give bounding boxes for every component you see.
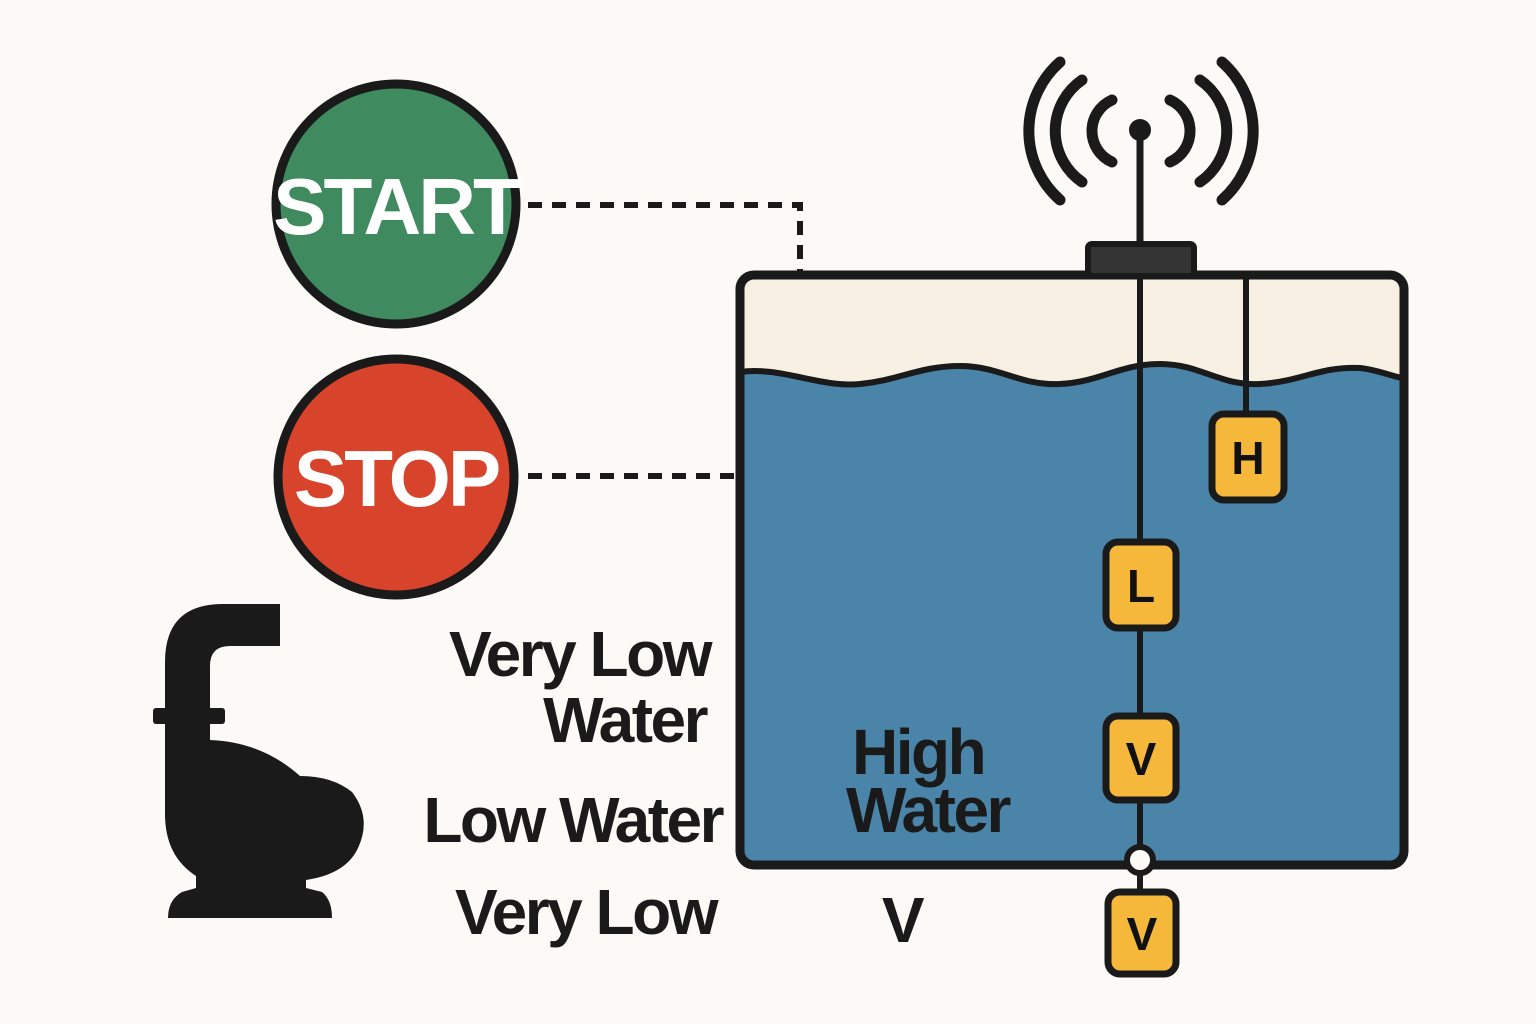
sensor-cap xyxy=(1085,241,1197,279)
very-low-label: Very Low xyxy=(455,876,719,948)
rod-pivot xyxy=(1124,844,1156,876)
float-very-low-inside-label: V xyxy=(1126,733,1157,785)
float-high-label: H xyxy=(1231,432,1264,484)
float-very-low-below: V xyxy=(1104,888,1180,978)
water-tank xyxy=(735,241,1409,870)
high-water-label-line2: Water xyxy=(846,774,1011,846)
very-low-water-label-line1: Very Low xyxy=(449,618,713,690)
float-very-low-below-label: V xyxy=(1127,908,1158,960)
antenna-signal-icon xyxy=(1023,56,1259,252)
float-low: L xyxy=(1102,538,1180,632)
water-body xyxy=(740,364,1404,865)
stop-button-label: STOP xyxy=(294,434,499,523)
stop-button[interactable]: STOP xyxy=(273,354,519,600)
pump-icon xyxy=(153,604,364,918)
high-water-label-line1: High xyxy=(852,716,984,788)
start-wire xyxy=(528,202,803,272)
start-button[interactable]: START xyxy=(271,79,525,329)
float-very-low-inside: V xyxy=(1102,712,1180,804)
water-surface xyxy=(740,360,1404,388)
v-below-tank-label: V xyxy=(882,884,925,956)
float-low-label: L xyxy=(1127,560,1155,612)
float-high: H xyxy=(1208,410,1288,504)
very-low-water-label-line2: Water xyxy=(543,684,708,756)
start-button-label: START xyxy=(273,162,522,251)
low-water-label: Low Water xyxy=(423,784,723,856)
